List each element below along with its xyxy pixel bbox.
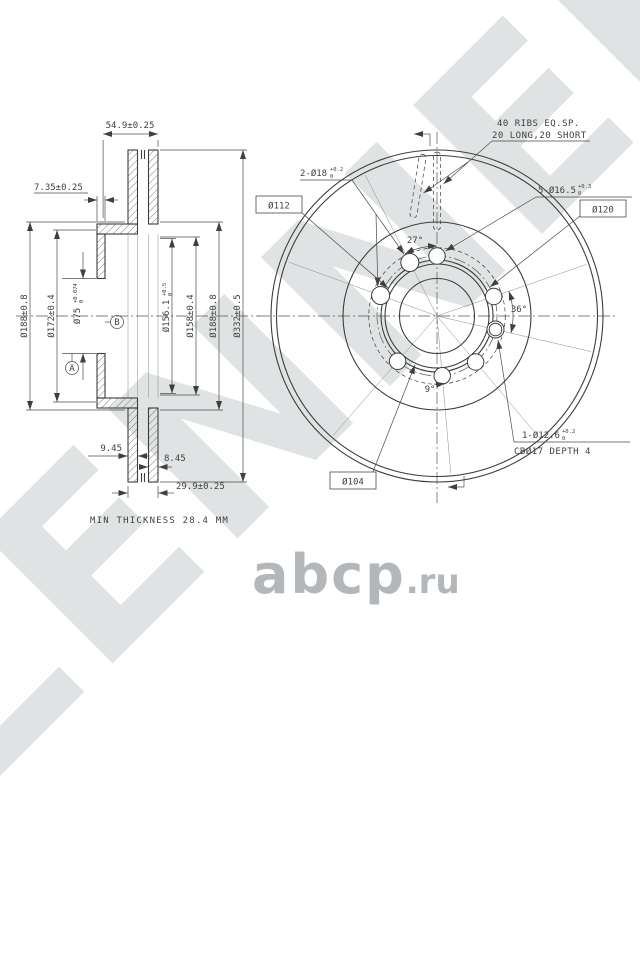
dim-dia-bore: Ø75 +0.074 0: [62, 252, 96, 380]
dim-plate-outboard-label: 9.45: [100, 444, 122, 454]
dim-hub-face-thickness: 7.35±0.25: [34, 183, 118, 221]
dim-total-thickness-label: 29.9±0.25: [176, 482, 225, 492]
counterbore-label: CBØ17 DEPTH 4: [514, 446, 591, 457]
datum-b: B: [105, 315, 124, 329]
wheel-holes-label: 2-Ø18: [300, 168, 327, 179]
hole-spoke-lines: [288, 175, 591, 474]
bolt-holes: [371, 247, 505, 385]
dim-overall-width-label: 54.9±0.25: [106, 121, 155, 131]
dim-dia-156-tol-hi: +0.5: [162, 283, 168, 296]
wheel-holes-tol-lo: 0: [330, 174, 333, 180]
dim-dia-332-label: Ø332±0.5: [232, 294, 243, 337]
machining-mark-bottom: [448, 476, 465, 490]
dim-dia-158-label: Ø158±0.4: [185, 294, 196, 337]
dim-plate-outboard: 9.45: [88, 444, 150, 459]
dim-dia-156: Ø156.1 +0.5 0: [160, 238, 176, 394]
dia-104-label: Ø104: [342, 477, 364, 488]
dia-120-callout: Ø120: [489, 199, 627, 288]
dim-dia-bore-label: Ø75: [72, 308, 83, 324]
dim-dia-188-right: Ø188±0.8: [160, 221, 223, 411]
dim-dia-156-label: Ø156.1: [161, 300, 172, 333]
dim-dia-bore-tol-lo: 0: [79, 300, 85, 303]
rib-slots: [409, 151, 441, 231]
section-view: 54.9±0.25 7.35±0.25 Ø188±0.8: [16, 121, 260, 526]
dim-total-thickness: 29.9±0.25: [112, 482, 225, 498]
dim-hub-face-label: 7.35±0.25: [34, 183, 83, 193]
abcp-logo-tld: .ru: [405, 562, 460, 602]
pin-hole-tol-lo: 0: [562, 436, 565, 442]
ribs-note-line2: 20 LONG,20 SHORT: [492, 131, 587, 141]
datum-a: A: [65, 353, 79, 375]
dim-dia-188-right-label: Ø188±0.8: [208, 294, 219, 337]
min-thickness-note: MIN THICKNESS 28.4 MM: [90, 516, 229, 526]
drawing-sheet: ZENNEK: [0, 0, 640, 854]
abcp-logo-text: abcp: [252, 543, 406, 606]
datum-b-label: B: [114, 318, 119, 328]
angle-top-label: 27°: [407, 236, 423, 246]
datum-a-label: A: [69, 364, 75, 374]
bolt-holes-label: 5-Ø16.5: [538, 185, 576, 196]
bolt-holes-note: 5-Ø16.5 +0.3 0: [445, 184, 632, 252]
section-material: [96, 149, 159, 483]
pin-hole-note: 1-Ø12.6 +0.2 0 CBØ17 DEPTH 4: [496, 339, 630, 457]
dim-dia-188-left-label: Ø188±0.8: [19, 294, 30, 337]
dim-plate-inboard-label: 8.45: [164, 454, 186, 464]
dim-dia-332: Ø332±0.5: [160, 149, 247, 483]
pin-hole-tol-hi: +0.2: [562, 429, 575, 435]
dim-overall-width: 54.9±0.25: [102, 121, 159, 218]
section-projection-lines: [127, 150, 159, 482]
brake-disc-drawing: 54.9±0.25 7.35±0.25 Ø188±0.8: [16, 119, 632, 526]
machining-mark-top: [414, 131, 431, 146]
bolt-holes-tol-hi: +0.3: [578, 184, 591, 190]
abcp-logo: abcp .ru: [252, 548, 460, 602]
wheel-holes-note: 2-Ø18 +0.2 0: [300, 167, 405, 287]
ribs-note-line1: 40 RIBS EQ.SP.: [497, 119, 580, 129]
dim-dia-158: Ø158±0.4: [160, 236, 200, 396]
dim-plate-inboard: 8.45: [139, 454, 186, 470]
front-view: 40 RIBS EQ.SP. 20 LONG,20 SHORT 2-Ø18 +0…: [255, 119, 632, 503]
ribs-note: 40 RIBS EQ.SP. 20 LONG,20 SHORT: [423, 119, 590, 194]
dia-104-callout: Ø104: [329, 364, 416, 490]
pin-hole-label: 1-Ø12.6: [522, 430, 560, 441]
angle-right-label: 36°: [511, 305, 527, 315]
angle-dimensions: 27° 36° 9°: [405, 236, 527, 395]
dim-dia-156-tol-lo: 0: [168, 293, 174, 296]
dim-dia-188-left: Ø188±0.8: [19, 221, 125, 411]
wheel-holes-tol-hi: +0.2: [330, 167, 343, 173]
dia-120-label: Ø120: [592, 205, 614, 216]
bolt-holes-tol-lo: 0: [578, 191, 581, 197]
angle-bottom-label: 9°: [425, 385, 436, 395]
dia-112-label: Ø112: [268, 201, 290, 212]
dim-dia-172: Ø172±0.4: [46, 229, 96, 403]
dim-dia-bore-tol-hi: +0.074: [73, 282, 79, 303]
dia-112-callout: Ø112: [255, 195, 389, 289]
dim-dia-172-label: Ø172±0.4: [46, 294, 57, 337]
